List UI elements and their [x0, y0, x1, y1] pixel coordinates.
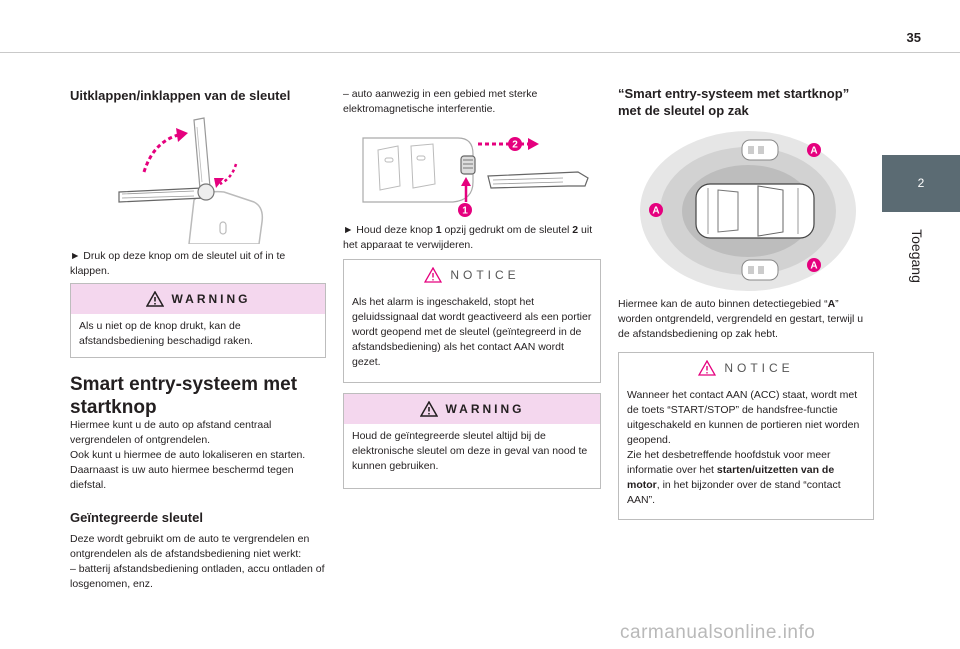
watermark: carmanualsonline.info: [620, 622, 816, 643]
notice-text: Wanneer het contact AAN (ACC) staat, wor…: [627, 389, 860, 506]
detection-zone-illustration: A A A: [640, 131, 856, 291]
fold-key-illustration: [118, 117, 264, 244]
warning-box-fold: WARNING Als u niet op de knop drukt, kan…: [70, 283, 326, 358]
fold-key-heading: Uitklappen/inklappen van de sleutel: [70, 88, 291, 103]
chapter-tab[interactable]: 2: [882, 155, 960, 212]
fig-label-a-bottom: A: [810, 261, 817, 272]
interference-bullet: – auto aanwezig in een gebied met sterke…: [343, 88, 538, 115]
notice-box-alarm: NOTICE Als het alarm is ingeschakeld, st…: [343, 259, 601, 383]
chapter-label: Toegang: [909, 229, 925, 283]
notice-box-acc: NOTICE Wanneer het contact AAN (ACC) sta…: [618, 352, 874, 520]
fig-label-a-left: A: [652, 206, 659, 217]
warning-title: WARNING: [171, 292, 251, 306]
integrated-key-heading: Geïntegreerde sleutel: [70, 510, 203, 525]
fig-label-a-top: A: [810, 146, 817, 157]
notice-text: Als het alarm is ingeschakeld, stopt het…: [352, 296, 592, 368]
notice-title: NOTICE: [450, 268, 520, 282]
section-title: Smart entry-systeem met startknop: [70, 374, 298, 418]
warning-icon: [145, 291, 164, 307]
fold-key-instruction: ► Druk op deze knop om de sleutel uit of…: [70, 250, 286, 277]
notice-icon: [424, 267, 443, 283]
integrated-key-text: Deze wordt gebruikt om de auto te vergre…: [70, 533, 325, 590]
fig-label-1: 1: [462, 206, 468, 217]
notice-title: NOTICE: [724, 361, 794, 375]
section-intro: Hiermee kunt u de auto op afstand centra…: [70, 419, 306, 491]
warning-title: WARNING: [445, 402, 525, 416]
detection-zone-text: Hiermee kan de auto binnen detectiegebie…: [618, 298, 864, 340]
page-number: 35: [906, 30, 921, 45]
warning-text: Houd de geïntegreerde sleutel altijd bij…: [352, 430, 588, 472]
header-rule: [0, 52, 960, 53]
notice-icon: [698, 360, 717, 376]
warning-text: Als u niet op de knop drukt, kan de afst…: [79, 320, 253, 347]
remove-key-instruction: ► Houd deze knop 1 opzij gedrukt om de s…: [343, 224, 593, 251]
warning-icon: [419, 401, 438, 417]
fig-label-2: 2: [512, 140, 518, 151]
pocket-key-heading: “Smart entry-systeem met startknop” met …: [618, 86, 850, 118]
remove-key-illustration: 1 2: [362, 137, 589, 217]
warning-box-integrated: WARNING Houd de geïntegreerde sleutel al…: [343, 393, 601, 489]
